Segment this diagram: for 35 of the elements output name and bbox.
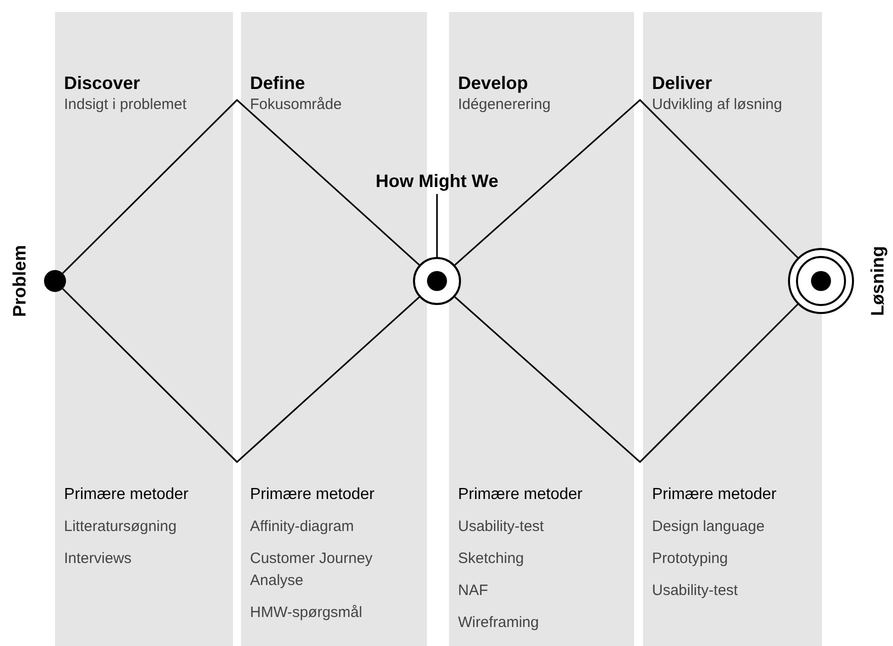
side-label: Problem — [8, 244, 30, 318]
method-item: Wireframing — [458, 613, 540, 633]
target-circle — [788, 248, 854, 314]
methods-heading: Primære metoder — [652, 485, 778, 505]
methods-heading: Primære metoder — [458, 485, 584, 505]
phase-subtitle: Idégenerering — [458, 96, 551, 115]
method-item: Usability-test — [458, 517, 545, 537]
method-item: Prototyping — [652, 549, 729, 569]
methods-heading: Primære metoder — [250, 485, 376, 505]
phase-subtitle: Udvikling af løsning — [652, 96, 782, 115]
method-item: Design language — [652, 517, 766, 537]
diamond-line — [454, 99, 798, 266]
diamond-line — [454, 296, 798, 463]
method-item: Usability-test — [652, 581, 739, 601]
phase-heading: Deliver — [652, 72, 712, 94]
phase-subtitle: Indsigt i problemet — [64, 96, 187, 115]
phase-subtitle: Fokusområde — [250, 96, 342, 115]
methods-heading: Primære metoder — [64, 485, 190, 505]
diamond-line — [62, 288, 420, 463]
phase-heading: Develop — [458, 72, 528, 94]
method-item: HMW-spørgsmål — [250, 603, 364, 623]
method-item: Interviews — [64, 549, 133, 569]
method-item: Affinity-diagram — [250, 517, 355, 537]
start-dot — [44, 270, 66, 292]
method-item: Customer Journey Analyse — [250, 549, 374, 591]
diamond-line — [62, 99, 420, 274]
milestone-circle — [413, 257, 461, 305]
milestone-label: How Might We — [362, 168, 512, 194]
leader-line — [436, 194, 438, 257]
side-label: Løsning — [866, 246, 888, 316]
method-item: NAF — [458, 581, 489, 601]
method-item: Sketching — [458, 549, 525, 569]
phase-heading: Define — [250, 72, 306, 94]
phase-heading: Discover — [64, 72, 140, 94]
method-item: Litteratursøgning — [64, 517, 178, 537]
